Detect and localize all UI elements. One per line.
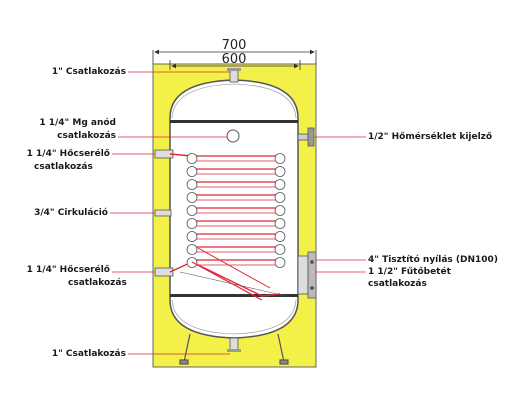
coil-bend-left (186, 166, 198, 177)
heat-exchanger-coil (169, 153, 287, 301)
label-circulation: 3/4" Cirkuláció (34, 208, 108, 218)
coil-bend-left (186, 244, 198, 255)
label-cleaning-opening: 4" Tisztító nyílás (DN100) (368, 255, 498, 265)
label-hx-top-line2: csatlakozás (34, 162, 93, 172)
label-heater-line1: 1 1/2" Fűtőbetét (368, 267, 451, 277)
coil-bend-right (274, 244, 286, 255)
dimension-outer: 700 (222, 38, 247, 53)
coil-bend-right (274, 192, 286, 203)
coil-bend-right (274, 179, 286, 190)
coil-outlet-pipe (169, 261, 281, 297)
coil-diagonal (191, 261, 263, 301)
label-top-connection: 1" Csatlakozás (51, 67, 126, 77)
coil-bend-right (274, 231, 286, 242)
tank-legs (179, 333, 289, 365)
coil-diagonal (197, 247, 271, 289)
coil-bend-left (186, 231, 198, 242)
coil-guide (179, 271, 287, 297)
coil-bend-left (186, 218, 198, 229)
label-hx-bottom-line1: 1 1/4" Hőcserélő (26, 265, 110, 275)
coil-bend-left (186, 192, 198, 203)
label-mg-anode-line2: csatlakozás (57, 131, 116, 141)
label-mg-anode-line1: 1 1/4" Mg anód (39, 118, 116, 128)
label-thermometer: 1/2" Hőmérséklet kijelző (368, 132, 493, 142)
tank-vessel (169, 79, 299, 339)
label-hx-bottom-line2: csatlakozás (68, 278, 127, 288)
coil-bend-right (274, 153, 286, 164)
coil-bend-left (186, 153, 198, 164)
top-connection-pipe (227, 68, 241, 83)
coil-bend-right (274, 257, 286, 268)
coil-bend-right (274, 205, 286, 216)
cleaning-flange (297, 251, 317, 299)
label-bottom-connection: 1" Csatlakozás (51, 349, 126, 359)
leader-lines (110, 71, 366, 355)
dimension-inner: 600 (222, 52, 247, 67)
coil-bend-right (274, 218, 286, 229)
coil-bend-left (186, 205, 198, 216)
coil-bend-left (186, 179, 198, 190)
label-hx-top-line1: 1 1/4" Hőcserélő (26, 149, 110, 159)
bottom-connection-pipe (227, 337, 241, 352)
label-heater-line2: csatlakozás (368, 279, 427, 289)
mg-anode-port (226, 129, 240, 143)
dimension-lines (152, 49, 317, 70)
coil-bend-right (274, 166, 286, 177)
